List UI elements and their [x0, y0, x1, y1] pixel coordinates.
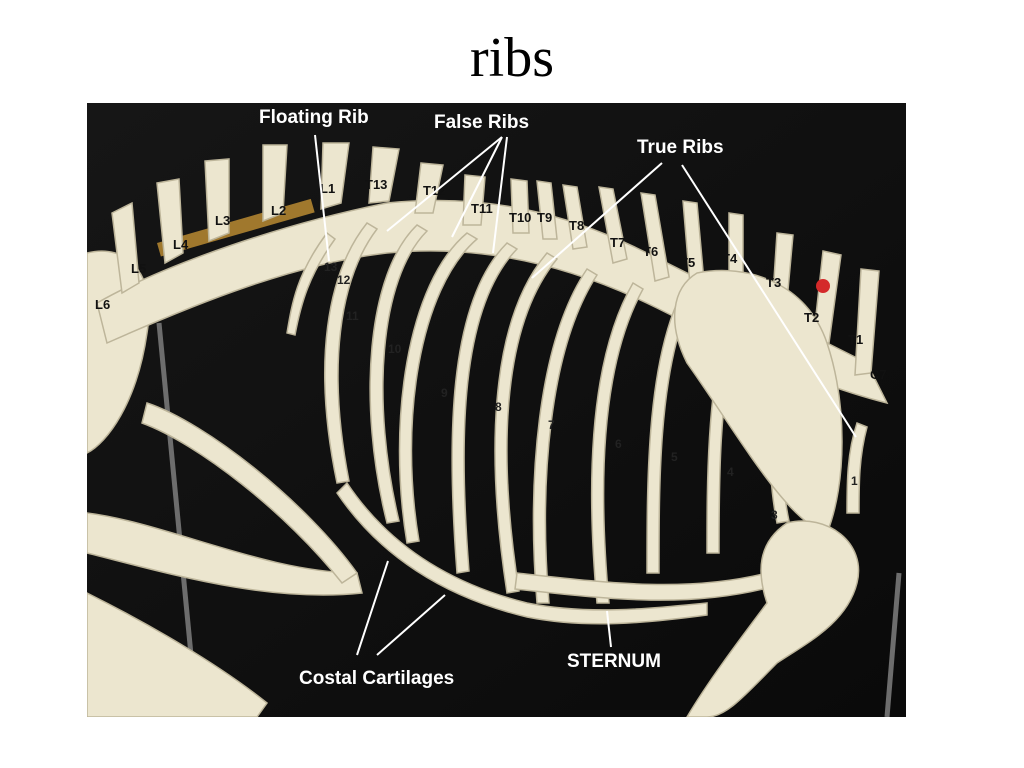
arrow-false-ribs: [492, 136, 508, 254]
hind-leg: [87, 592, 269, 717]
label-t11: T11: [471, 201, 493, 216]
label-l4: L4: [173, 237, 189, 252]
spinous-process: [262, 144, 288, 223]
femur: [87, 512, 363, 596]
arrow-costal-cartilage: [376, 594, 446, 656]
label-t13: T13: [365, 177, 387, 192]
spinous-process: [462, 174, 486, 226]
skeleton-illustration: L6 L5 L4 L3 L2 L1 T13 T12 T11 T10 T9 T8 …: [87, 103, 906, 717]
spinous-process: [204, 158, 230, 243]
label-t4: T4: [722, 251, 738, 266]
label-t9: T9: [537, 210, 552, 225]
vertebra-labels: L6 L5 L4 L3 L2 L1 T13 T12 T11 T10 T9 T8 …: [95, 177, 887, 382]
spinous-process: [562, 184, 588, 250]
rib-label-3: 3: [771, 508, 778, 522]
label-t2: T2: [804, 310, 819, 325]
label-l6: L6: [95, 297, 110, 312]
support-rod: [884, 572, 902, 717]
label-l2: L2: [271, 203, 286, 218]
rib-label-9: 9: [441, 386, 448, 400]
label-t5: T5: [680, 255, 695, 270]
rib-6: [590, 281, 645, 604]
rib-10: [398, 232, 479, 544]
arrow-costal-cartilage: [356, 560, 389, 656]
callout-false-ribs: False Ribs: [434, 112, 529, 133]
callout-true-ribs: True Ribs: [637, 137, 724, 158]
arrow-true-ribs: [531, 162, 663, 279]
rib-8: [494, 252, 559, 594]
arrow-sternum: [606, 610, 612, 648]
spinous-process: [111, 201, 140, 295]
rib-label-10: 10: [388, 342, 402, 356]
rib-7: [532, 267, 599, 604]
label-l1: L1: [320, 181, 335, 196]
label-l3: L3: [215, 213, 230, 228]
rib-label-8: 8: [495, 400, 502, 414]
spinous-process: [598, 186, 628, 264]
rib-1: [846, 422, 868, 514]
label-t7: T7: [610, 235, 625, 250]
arrow-true-ribs: [681, 164, 857, 438]
rib-label-12: 12: [337, 273, 351, 287]
label-t10: T10: [509, 210, 531, 225]
rib-number-labels: 1 3 4 5 6 7 8 9 10 11 12 13: [324, 260, 858, 522]
humerus: [686, 520, 860, 717]
callout-arrows: [314, 134, 857, 656]
callout-floating-rib: Floating Rib: [259, 107, 369, 128]
spinous-process: [368, 146, 400, 204]
rib-12: [324, 222, 379, 484]
rib-11: [369, 224, 429, 524]
hip-bone: [141, 402, 359, 585]
slide-title: ribs: [470, 27, 554, 89]
vertebral-column: [96, 199, 889, 405]
rib-9: [451, 242, 519, 574]
label-l5: L5: [131, 261, 146, 276]
spinous-process: [854, 268, 880, 376]
arrow-false-ribs: [451, 136, 503, 238]
rib-label-11: 11: [346, 309, 359, 323]
rib-label-5: 5: [671, 450, 678, 464]
label-t6: T6: [643, 244, 658, 259]
label-t3: T3: [766, 275, 781, 290]
spinous-process: [812, 250, 842, 344]
label-t8: T8: [569, 218, 584, 233]
red-marker: [816, 279, 830, 293]
rib-label-7: 7: [548, 418, 555, 432]
rib-13: [286, 231, 337, 336]
label-c7: C7: [870, 367, 887, 382]
rib-label-6: 6: [615, 437, 622, 451]
bones: [87, 142, 889, 717]
callout-costal-cartilages: Costal Cartilages: [299, 668, 454, 689]
spinous-process: [510, 178, 530, 234]
spinous-process: [414, 162, 444, 214]
rib-5: [646, 301, 688, 574]
arrow-false-ribs: [386, 136, 503, 232]
spinous-process: [536, 180, 558, 240]
rib-label-4: 4: [727, 465, 734, 479]
skeleton-photo: L6 L5 L4 L3 L2 L1 T13 T12 T11 T10 T9 T8 …: [87, 103, 906, 717]
costal-arch: [336, 481, 708, 625]
rib-label-13: 13: [324, 260, 338, 274]
callout-sternum: STERNUM: [567, 651, 661, 672]
arrow-floating-rib: [314, 134, 330, 262]
label-t1: T1: [848, 332, 863, 347]
spinous-process: [156, 178, 184, 265]
rib-label-1: 1: [851, 474, 858, 488]
spinous-process: [640, 192, 670, 282]
